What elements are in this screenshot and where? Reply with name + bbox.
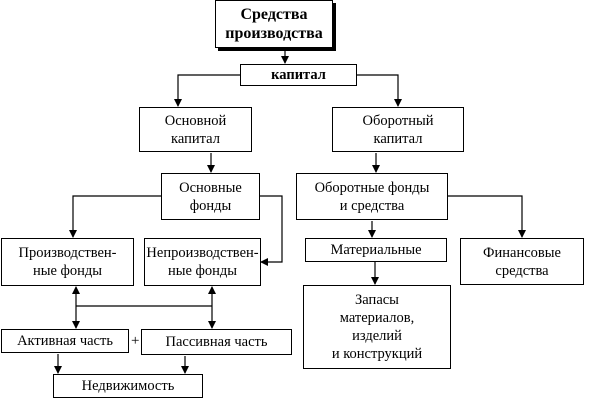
working-capital-box: Оборотный капитал	[332, 107, 464, 152]
means-of-production-label: Средства производства	[225, 6, 323, 42]
real-estate-label: Недвижимость	[81, 378, 175, 394]
nonproductive-funds-box: Непроизводствен- ные фонды	[144, 238, 261, 286]
means-of-production-box: Средства производства	[215, 0, 333, 48]
fixed-funds-box: Основные фонды	[161, 173, 260, 220]
arrow-capital-fixed	[174, 74, 240, 107]
stocks-box: Запасы материалов, изделий и конструкций	[303, 285, 451, 369]
working-capital-label: Оборотный капитал	[362, 112, 434, 147]
fixed-capital-label: Основной капитал	[164, 112, 227, 147]
productive-funds-box: Производствен- ные фонды	[1, 238, 134, 286]
real-estate-box: Недвижимость	[53, 374, 203, 398]
nonproductive-funds-label: Непроизводствен- ные фонды	[146, 245, 259, 279]
arrow-capital-working	[357, 74, 402, 107]
material-label: Материальные	[330, 242, 422, 258]
financial-assets-box: Финансовые средства	[460, 238, 584, 285]
arrow-fixed-productive	[69, 195, 161, 238]
working-funds-box: Оборотные фонды и средства	[296, 173, 448, 220]
working-funds-label: Оборотные фонды и средства	[314, 179, 430, 214]
fixed-capital-box: Основной капитал	[139, 107, 252, 152]
stocks-label: Запасы материалов, изделий и конструкций	[331, 292, 423, 362]
capital-box: капитал	[240, 64, 357, 86]
passive-part-label: Пассивная часть	[165, 334, 268, 350]
arrow-working-financial	[448, 195, 526, 238]
active-part-box: Активная часть	[1, 329, 129, 353]
productive-funds-label: Производствен- ные фонды	[18, 245, 117, 279]
arrow-fixed-nonproductive	[260, 195, 283, 266]
material-box: Материальные	[305, 238, 447, 262]
capital-label: капитал	[271, 67, 326, 83]
plus-sign: +	[131, 333, 140, 349]
financial-assets-label: Финансовые средства	[483, 244, 561, 279]
active-part-label: Активная часть	[17, 333, 113, 349]
passive-part-box: Пассивная часть	[141, 329, 292, 355]
fixed-funds-label: Основные фонды	[179, 179, 242, 214]
